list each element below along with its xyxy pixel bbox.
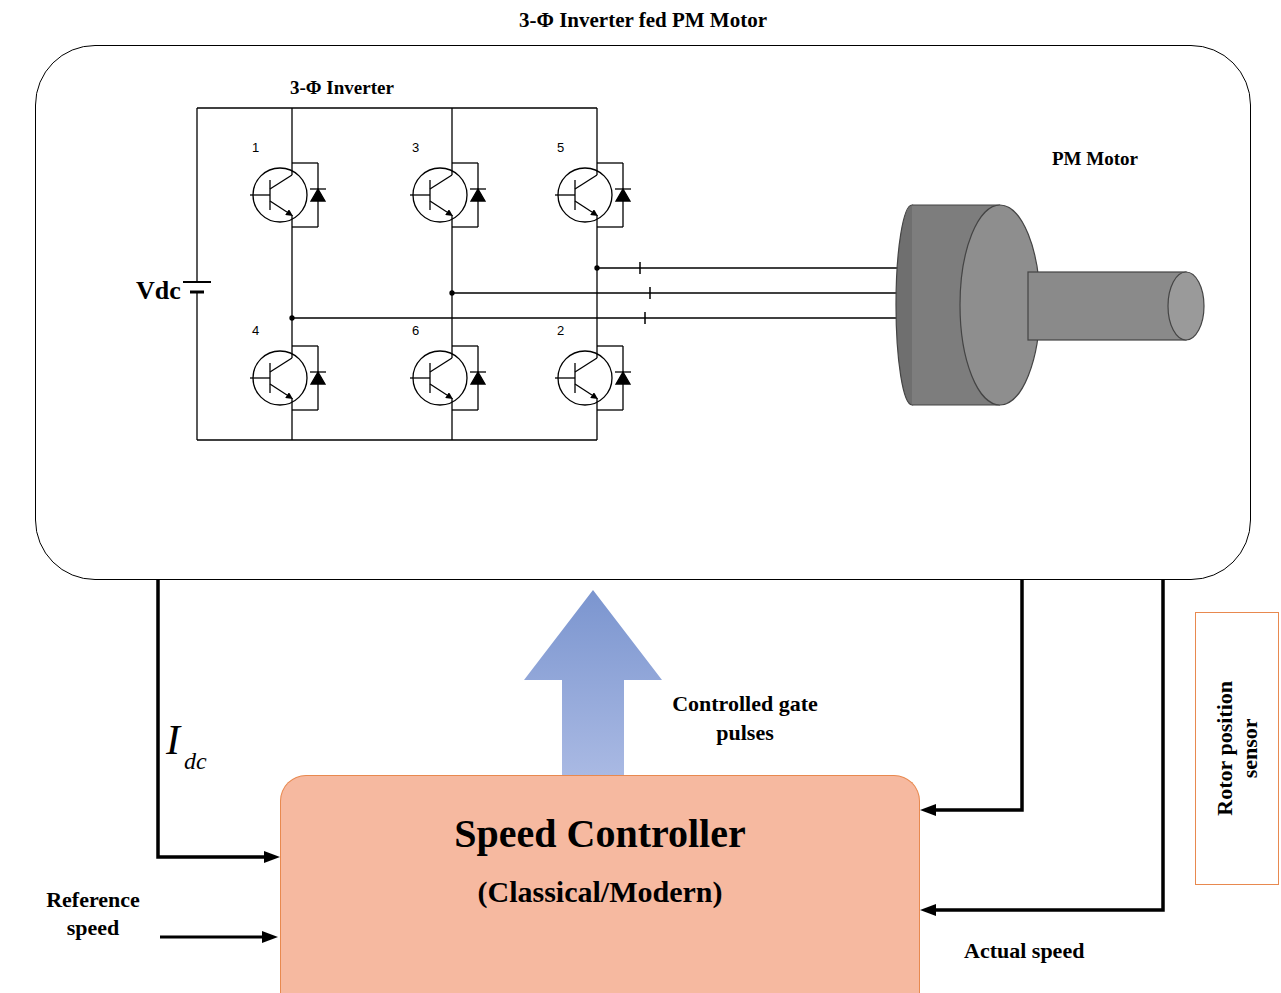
feedback-connector — [934, 580, 1022, 810]
wire — [197, 107, 597, 108]
wire — [292, 345, 318, 346]
feedback-connector — [934, 580, 1163, 910]
wire — [197, 439, 597, 440]
wire — [596, 410, 597, 440]
voltage-label: Vdc — [136, 276, 181, 306]
edge-label: Controlled gate pulses — [668, 690, 822, 747]
diode-symbol — [471, 372, 485, 384]
wire — [291, 346, 292, 358]
wire — [451, 163, 452, 175]
wire — [452, 409, 478, 410]
controller-box: Speed Controller (Classical/Modern) — [280, 775, 920, 993]
wire — [596, 398, 597, 410]
emitter — [430, 201, 450, 214]
sensor-box: Rotor position sensor — [1195, 612, 1279, 885]
wire — [291, 108, 292, 163]
wire — [452, 226, 478, 227]
emitter — [575, 201, 595, 214]
wire — [597, 162, 623, 163]
wire — [410, 194, 430, 195]
switch-number: 5 — [557, 140, 564, 155]
switch-number: 3 — [412, 140, 419, 155]
system-housing: 3-Φ Inverter fed PM Motor — [35, 45, 1251, 580]
wire — [196, 292, 197, 440]
signal-subscript: dc — [184, 748, 207, 775]
wire — [452, 345, 478, 346]
wire — [596, 346, 597, 358]
input-label: Reference speed — [18, 886, 168, 941]
motor-label: PM Motor — [1052, 148, 1138, 170]
wire — [292, 226, 318, 227]
node-heading: Speed Controller — [281, 810, 919, 857]
battery-plate — [183, 281, 211, 283]
emitter — [270, 384, 290, 397]
wire — [292, 162, 318, 163]
feedback-connector — [158, 580, 266, 857]
node-heading: Rotor position sensor — [1212, 664, 1263, 834]
signal-name: I — [166, 716, 180, 764]
wire — [451, 227, 452, 346]
emitter — [575, 384, 595, 397]
pm-motor-drawing — [896, 205, 1204, 405]
wire — [596, 215, 597, 227]
inverter-circuit — [183, 108, 631, 440]
emitter — [270, 201, 290, 214]
wire — [291, 215, 292, 227]
node-subtext: (Classical/Modern) — [281, 875, 919, 909]
wire — [597, 409, 623, 410]
wire — [597, 345, 623, 346]
wire — [555, 377, 575, 378]
switch-number: 6 — [412, 323, 419, 338]
diode-symbol — [471, 189, 485, 201]
wire — [310, 371, 326, 372]
block-label: 3-Φ Inverter — [290, 77, 394, 99]
wire — [451, 215, 452, 227]
wire — [596, 227, 597, 346]
node-heading: 3-Φ Inverter fed PM Motor — [36, 8, 1250, 33]
wire — [410, 377, 430, 378]
wire — [555, 194, 575, 195]
emitter — [430, 384, 450, 397]
wire — [430, 175, 452, 189]
wire — [270, 358, 292, 372]
wire — [596, 163, 597, 175]
reference-speed-arrow — [160, 937, 264, 938]
wire — [291, 410, 292, 440]
wire — [597, 226, 623, 227]
wire — [451, 410, 452, 440]
wire — [291, 227, 292, 346]
wire — [291, 163, 292, 175]
diode-symbol — [616, 372, 630, 384]
wire — [451, 108, 452, 163]
wire — [291, 398, 292, 410]
wire — [452, 162, 478, 163]
wire — [250, 194, 270, 195]
wire — [615, 371, 631, 372]
wire — [575, 358, 597, 372]
diode-symbol — [616, 189, 630, 201]
wire — [292, 409, 318, 410]
wire — [270, 175, 292, 189]
wire — [451, 398, 452, 410]
wire — [451, 346, 452, 358]
wire — [596, 108, 597, 163]
wire — [470, 371, 486, 372]
wire — [575, 175, 597, 189]
wire — [470, 188, 486, 189]
battery-plate — [190, 291, 204, 294]
wire — [310, 188, 326, 189]
gate-pulse-arrow — [524, 590, 662, 775]
switch-number: 2 — [557, 323, 564, 338]
diode-symbol — [311, 189, 325, 201]
wire — [196, 108, 197, 282]
switch-number: 1 — [252, 140, 259, 155]
diode-symbol — [311, 372, 325, 384]
edge-label: Actual speed — [962, 938, 1086, 964]
wire — [250, 377, 270, 378]
phase-wires — [292, 262, 915, 324]
wire — [430, 358, 452, 372]
switch-number: 4 — [252, 323, 259, 338]
wire — [615, 188, 631, 189]
